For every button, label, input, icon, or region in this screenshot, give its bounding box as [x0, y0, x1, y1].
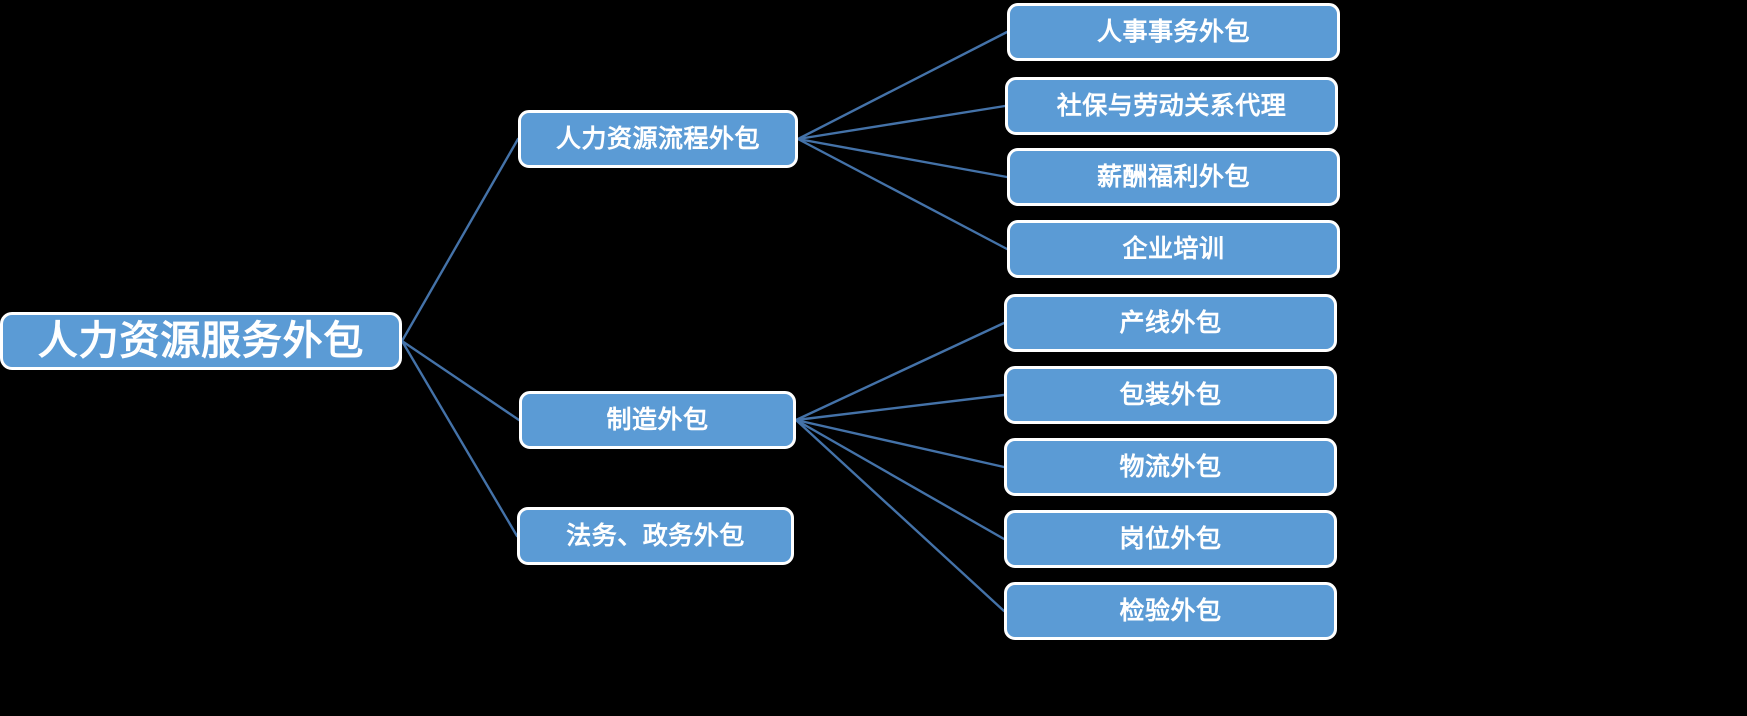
connector-hr-to-payroll: [796, 137, 1009, 179]
leaf-node-payroll-benefits-label: 薪酬福利外包: [1096, 162, 1250, 191]
leaf-node-packaging-label: 包装外包: [1119, 380, 1222, 409]
branch-node-hr-process-label: 人力资源流程外包: [555, 124, 760, 153]
leaf-node-enterprise-training-label: 企业培训: [1122, 234, 1225, 263]
root-node-hr-service-outsourcing-label: 人力资源服务外包: [37, 319, 365, 363]
leaf-node-inspection[interactable]: 检验外包: [1004, 582, 1337, 640]
leaf-node-social-insurance-label: 社保与劳动关系代理: [1056, 91, 1287, 120]
leaf-node-payroll-benefits[interactable]: 薪酬福利外包: [1007, 148, 1340, 206]
leaf-node-logistics[interactable]: 物流外包: [1004, 438, 1337, 496]
connector-mfg-to-production: [794, 321, 1006, 422]
connector-hr-to-personnel: [796, 30, 1009, 141]
connector-root-to-manufacturing: [400, 339, 521, 422]
leaf-node-production-line-label: 产线外包: [1119, 308, 1222, 337]
leaf-node-logistics-label: 物流外包: [1119, 452, 1222, 481]
leaf-node-inspection-label: 检验外包: [1119, 596, 1222, 625]
leaf-node-staffing-label: 岗位外包: [1119, 524, 1222, 553]
connector-mfg-to-inspection: [794, 418, 1006, 613]
connector-hr-to-social: [796, 104, 1007, 141]
leaf-node-production-line[interactable]: 产线外包: [1004, 294, 1337, 352]
branch-node-legal-government-label: 法务、政务外包: [566, 521, 745, 550]
root-node-hr-service-outsourcing[interactable]: 人力资源服务外包: [0, 312, 402, 370]
branch-node-manufacturing-label: 制造外包: [606, 405, 709, 434]
connector-mfg-to-logistics: [794, 418, 1006, 469]
leaf-node-enterprise-training[interactable]: 企业培训: [1007, 220, 1340, 278]
branch-node-hr-process[interactable]: 人力资源流程外包: [518, 110, 798, 168]
leaf-node-social-insurance[interactable]: 社保与劳动关系代理: [1005, 77, 1338, 135]
connector-hr-to-training: [796, 137, 1009, 251]
leaf-node-personnel-affairs[interactable]: 人事事务外包: [1007, 3, 1340, 61]
connector-root-to-hr-process: [400, 137, 520, 343]
leaf-node-personnel-affairs-label: 人事事务外包: [1096, 17, 1250, 46]
branch-node-legal-government[interactable]: 法务、政务外包: [517, 507, 794, 565]
connector-mfg-to-staffing: [794, 418, 1006, 541]
branch-node-manufacturing[interactable]: 制造外包: [519, 391, 796, 449]
leaf-node-staffing[interactable]: 岗位外包: [1004, 510, 1337, 568]
connector-root-to-legal: [400, 339, 519, 538]
leaf-node-packaging[interactable]: 包装外包: [1004, 366, 1337, 424]
connector-mfg-to-packaging: [794, 393, 1006, 422]
